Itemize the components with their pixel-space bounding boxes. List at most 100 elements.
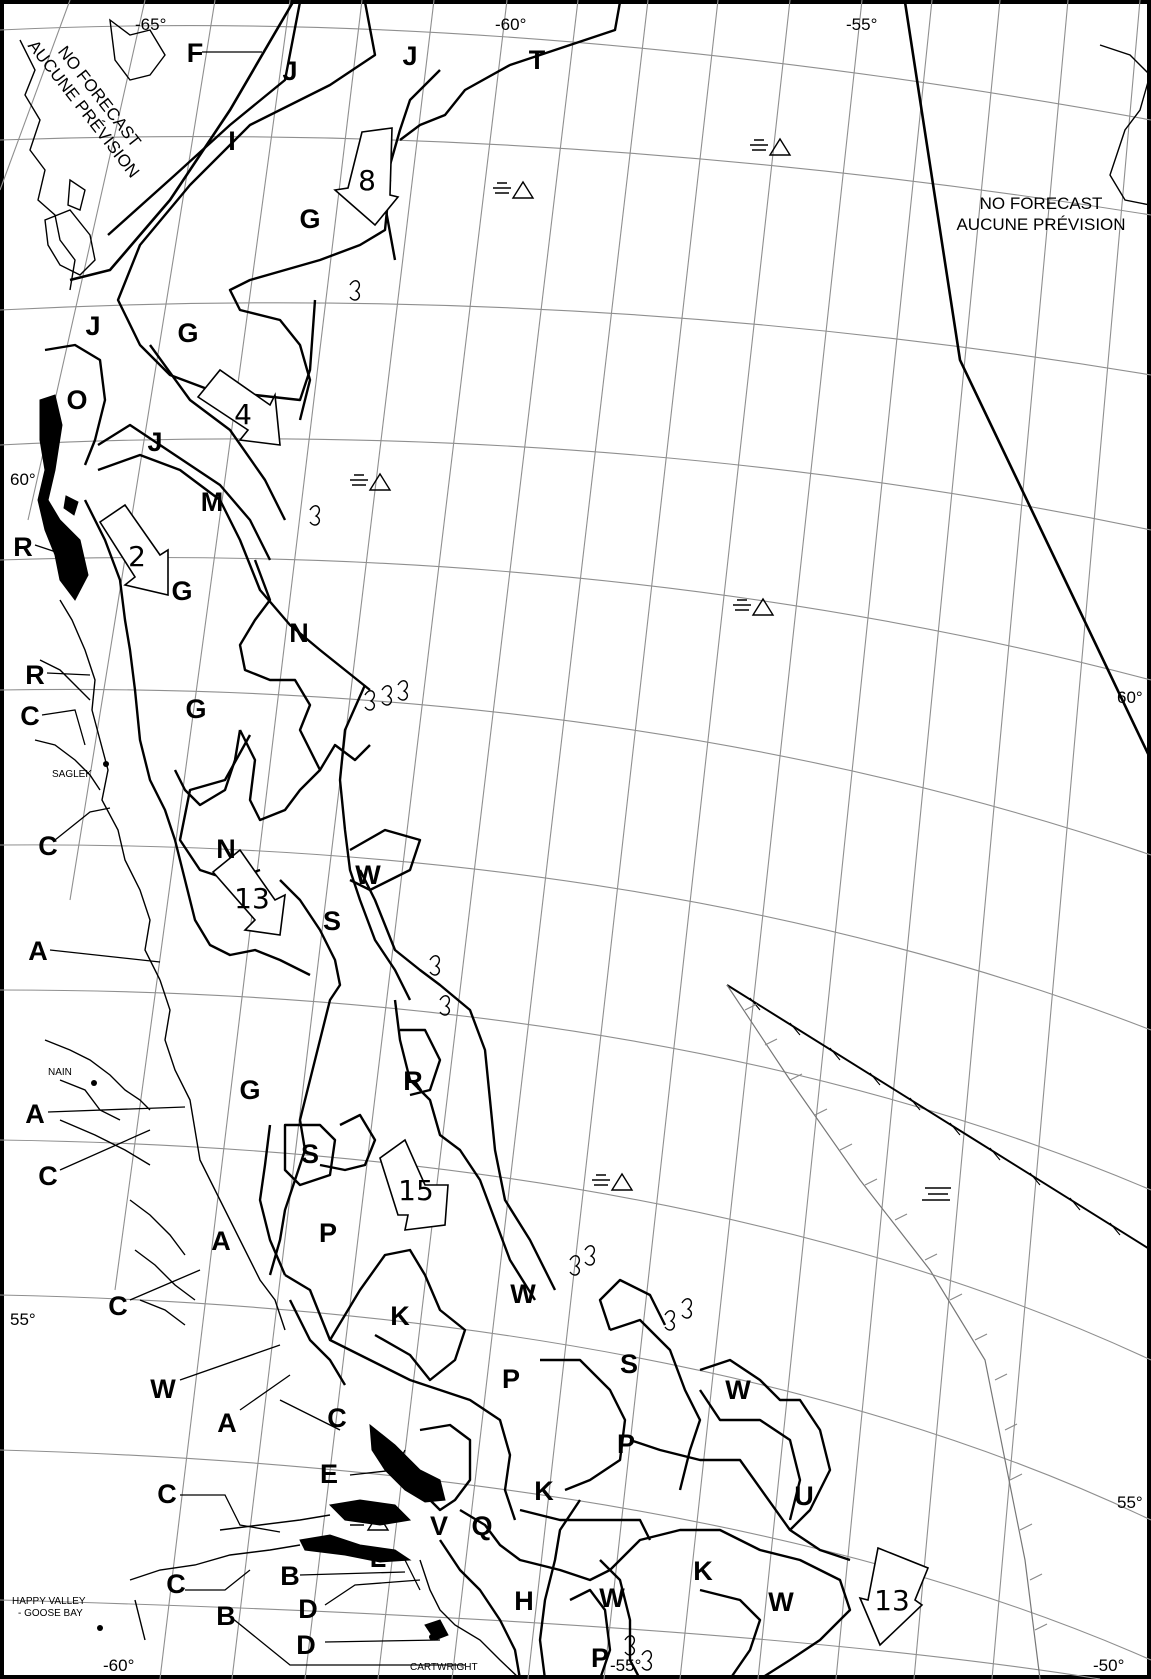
zone-label-G: G [177, 318, 198, 348]
place-happy-valley: HAPPY VALLEY [12, 1596, 86, 1607]
zone-label-B: B [216, 1601, 236, 1631]
zone-label-M: M [201, 487, 224, 517]
zone-label-C: C [327, 1403, 347, 1433]
ice-zone-boundaries [44, 1, 852, 1679]
svg-text:AUCUNE PRÉVISION: AUCUNE PRÉVISION [956, 215, 1125, 234]
iceberg-triangle-icon [750, 137, 792, 156]
zone-label-N: N [216, 834, 236, 864]
zone-label-W: W [768, 1587, 794, 1617]
zone-label-G: G [239, 1075, 260, 1105]
svg-text:13: 13 [874, 1584, 910, 1617]
zone-label-W: W [150, 1374, 176, 1404]
svg-text:NO FORECAST: NO FORECAST [980, 194, 1103, 213]
zone-label-W: W [599, 1583, 625, 1613]
zone-label-I: I [228, 126, 236, 156]
zone-label-J: J [85, 311, 100, 341]
lon-label: -55° [610, 1656, 641, 1675]
zone-label-K: K [693, 1556, 713, 1586]
zone-label-P: P [591, 1643, 609, 1673]
zone-label-K: K [534, 1476, 554, 1506]
lon-label: -50° [1093, 1656, 1124, 1675]
zone-label-S: S [323, 906, 341, 936]
lon-label: -60° [495, 15, 526, 34]
zone-label-A: A [217, 1408, 237, 1438]
iceberg-triangle-icon [350, 472, 392, 491]
zone-label-Q: Q [471, 1511, 492, 1541]
lat-label: 55° [1117, 1493, 1143, 1512]
svg-text:4: 4 [234, 398, 252, 431]
svg-text:2: 2 [128, 540, 146, 573]
zone-label-B: B [280, 1561, 300, 1591]
bergy-water-icon [922, 1187, 951, 1201]
zone-label-C: C [166, 1569, 186, 1599]
place-cartwright: CARTWRIGHT [410, 1662, 478, 1673]
no-forecast-boundaries [69, 1, 1151, 761]
drift-arrow-13b: 13 [858, 1546, 930, 1647]
zone-label-G: G [171, 576, 192, 606]
svg-text:15: 15 [398, 1174, 434, 1207]
zone-label-G: G [299, 204, 320, 234]
zone-label-P: P [502, 1364, 520, 1394]
place-names: SAGLEK NAIN HAPPY VALLEY - GOOSE BAY CAR… [12, 761, 478, 1673]
zone-label-S: S [620, 1349, 638, 1379]
drift-arrows: 8 4 2 13 15 13 [98, 127, 930, 1647]
zone-label-R: R [403, 1066, 423, 1096]
lat-label: 55° [10, 1310, 36, 1329]
zone-label-E: E [320, 1459, 338, 1489]
zone-label-W: W [725, 1375, 751, 1405]
degree-labels: -65° -60° -55° 60° 60° 55° 55° -60° -55°… [10, 15, 1143, 1675]
zone-label-V: V [430, 1511, 448, 1541]
zone-label-W: W [510, 1279, 536, 1309]
zone-label-W: W [355, 860, 381, 890]
iceberg-triangle-icon [592, 1172, 634, 1191]
lat-label: 60° [10, 470, 36, 489]
svg-text:13: 13 [234, 882, 270, 915]
zone-label-R: R [13, 532, 33, 562]
no-forecast-right: NO FORECAST AUCUNE PRÉVISION [956, 194, 1125, 234]
zone-label-J: J [147, 427, 162, 457]
no-forecast-left: NO FORECAST AUCUNE PRÉVISION [24, 36, 145, 181]
zone-label-G: G [185, 694, 206, 724]
ice-edge-ridge-icon [726, 984, 1151, 1679]
zone-label-P: P [319, 1218, 337, 1248]
zone-label-K: K [390, 1301, 410, 1331]
label-leaders [34, 51, 465, 1666]
zone-label-P: P [617, 1429, 635, 1459]
zone-label-N: N [289, 618, 309, 648]
zone-label-H: H [514, 1586, 534, 1616]
lon-label: -65° [135, 15, 166, 34]
zone-label-O: O [66, 385, 87, 415]
zone-label-C: C [157, 1479, 177, 1509]
labrador-coastline [19, 18, 1151, 1679]
iceberg-triangle-icon [493, 180, 535, 199]
zone-labels: F J J T I G J G O J M R G N R G C C N W … [13, 38, 814, 1673]
svg-text:AUCUNE PRÉVISION: AUCUNE PRÉVISION [24, 36, 143, 181]
iceberg-triangle-icon [733, 597, 775, 616]
zone-label-T: T [529, 45, 546, 75]
drift-arrow-13: 13 [211, 848, 286, 936]
zone-label-R: R [25, 660, 45, 690]
drift-arrow-4: 4 [196, 368, 281, 446]
drift-arrow-15: 15 [379, 1138, 449, 1231]
zone-label-S: S [301, 1139, 319, 1169]
zone-label-L: L [370, 1543, 387, 1573]
lon-label: -55° [846, 15, 877, 34]
zone-label-J: J [402, 41, 417, 71]
bergy-bit-icons [309, 280, 692, 1671]
iceberg-symbols [309, 137, 951, 1671]
lat-label: 60° [1117, 688, 1143, 707]
zone-label-D: D [296, 1630, 316, 1660]
zone-label-C: C [38, 1161, 58, 1191]
zone-label-J: J [282, 56, 297, 86]
zone-label-F: F [187, 38, 204, 68]
zone-label-C: C [108, 1291, 128, 1321]
zone-label-A: A [25, 1099, 45, 1129]
lon-label: -60° [103, 1656, 134, 1675]
drift-arrow-8: 8 [333, 127, 400, 227]
zone-label-D: D [298, 1594, 318, 1624]
zone-label-A: A [28, 936, 48, 966]
zone-label-U: U [794, 1481, 814, 1511]
